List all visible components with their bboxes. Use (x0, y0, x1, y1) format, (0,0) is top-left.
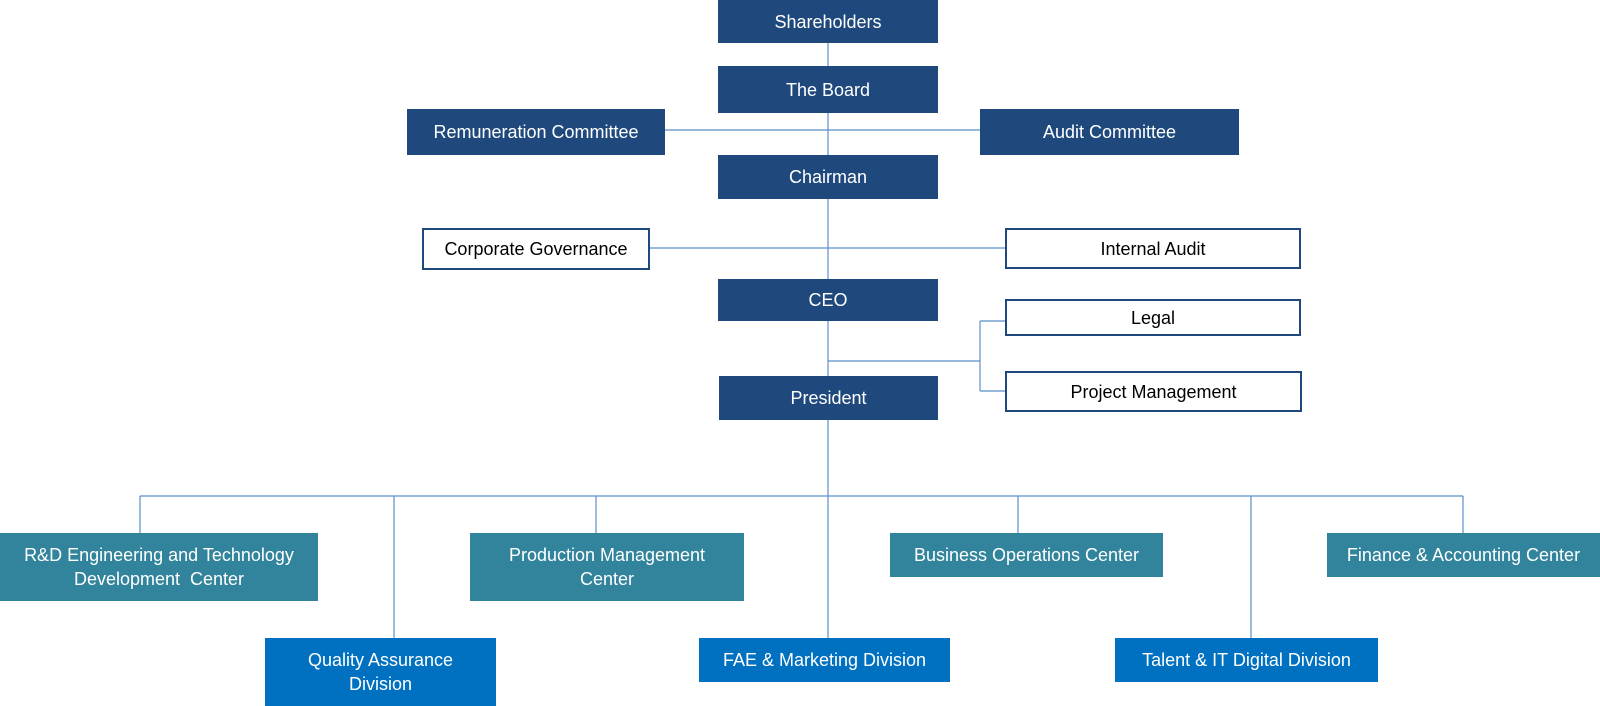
node-label: The Board (785, 79, 871, 100)
node-label: Remuneration Committee (433, 122, 639, 142)
node-label: Business Operations Center (913, 545, 1140, 565)
node-label: Talent & IT Digital Division (1142, 650, 1351, 670)
node-label-line1: R&D Engineering and Technology (24, 545, 294, 565)
node-label: Internal Audit (1100, 238, 1206, 259)
node-remuneration-committee[interactable]: Remuneration Committee (407, 109, 665, 155)
node-label: Audit Committee (1042, 122, 1177, 142)
node-label: FAE & Marketing Division (722, 650, 927, 670)
node-corporate-governance[interactable]: Corporate Governance (422, 228, 650, 270)
node-label: Chairman (788, 167, 868, 187)
node-label-line2: Development Center (73, 569, 245, 589)
node-talent-it-digital-division[interactable]: Talent & IT Digital Division (1115, 638, 1378, 682)
node-label: Corporate Governance (444, 239, 628, 259)
node-ceo[interactable]: CEO (718, 279, 938, 321)
node-audit-committee[interactable]: Audit Committee (980, 109, 1239, 155)
node-chairman[interactable]: Chairman (718, 155, 938, 199)
node-president[interactable]: President (719, 376, 938, 420)
node-the-board[interactable]: The Board (718, 66, 938, 113)
node-label: Project Management (1070, 381, 1237, 402)
node-label-line1: Production Management (508, 545, 706, 565)
node-fae-marketing-division[interactable]: FAE & Marketing Division (699, 638, 950, 682)
node-label-line2: Division (348, 674, 413, 694)
node-production-management-center[interactable]: Production Management Center (470, 533, 744, 601)
node-internal-audit[interactable]: Internal Audit (1005, 228, 1301, 269)
node-label: Shareholders (774, 11, 882, 32)
node-rd-engineering-center[interactable]: R&D Engineering and Technology Developme… (0, 533, 318, 601)
node-quality-assurance-division[interactable]: Quality Assurance Division (265, 638, 496, 706)
node-business-operations-center[interactable]: Business Operations Center (890, 533, 1163, 577)
node-legal[interactable]: Legal (1005, 299, 1301, 336)
node-label: Finance & Accounting Center (1346, 545, 1581, 565)
node-label: President (790, 388, 867, 408)
node-shareholders[interactable]: Shareholders (718, 0, 938, 43)
node-label: CEO (808, 290, 848, 310)
node-label-line2: Center (579, 569, 635, 589)
node-project-management[interactable]: Project Management (1005, 371, 1302, 412)
node-label: Legal (1130, 307, 1176, 328)
node-label-line1: Quality Assurance (307, 650, 454, 670)
node-finance-accounting-center[interactable]: Finance & Accounting Center (1327, 533, 1600, 577)
